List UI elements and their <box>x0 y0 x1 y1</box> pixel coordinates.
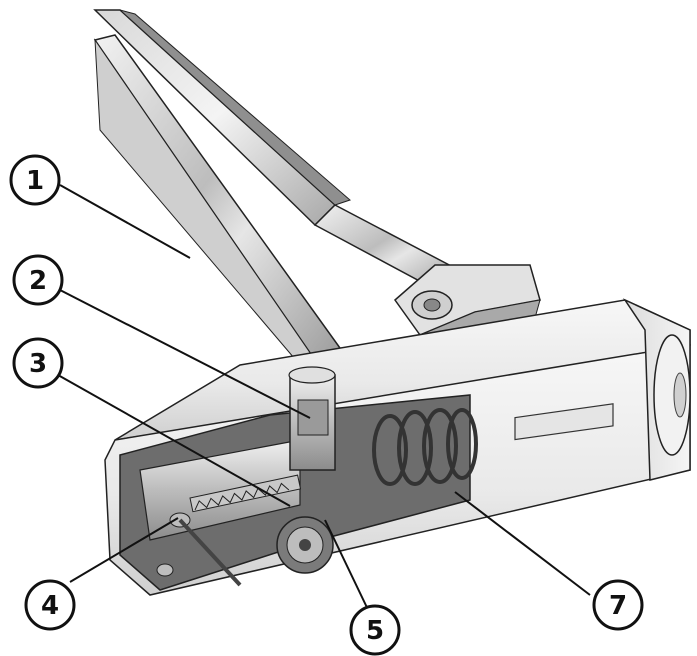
callout-2: 2 <box>12 254 64 306</box>
upper-arm <box>93 9 457 293</box>
callout-7: 7 <box>592 579 644 631</box>
leader-line-7 <box>454 491 591 596</box>
callout-4: 4 <box>24 579 76 631</box>
leader-line-4 <box>69 517 179 583</box>
callout-5-label: 5 <box>366 616 384 646</box>
rack-gear <box>189 474 302 513</box>
callout-1-label: 1 <box>26 166 44 196</box>
callout-2-label: 2 <box>29 266 47 296</box>
leader-lines <box>57 184 591 619</box>
leader-line-1 <box>59 184 191 259</box>
callout-3-label: 3 <box>29 349 47 379</box>
callout-7-label: 7 <box>609 591 627 621</box>
leader-line-5 <box>324 519 373 619</box>
cutaway-section <box>119 366 478 591</box>
callouts: 1 2 3 4 5 7 <box>9 154 644 656</box>
leader-line-3 <box>57 374 291 507</box>
brand-nameplate <box>514 403 614 441</box>
adjusting-valves <box>156 512 242 587</box>
callout-1: 1 <box>9 154 61 206</box>
callout-4-label: 4 <box>41 591 59 621</box>
closing-spring <box>372 408 478 486</box>
pinion-gear <box>276 516 334 574</box>
lower-arm <box>93 34 347 366</box>
pinion-shaft <box>288 366 336 471</box>
leader-line-2 <box>59 289 311 419</box>
callout-5: 5 <box>349 604 401 656</box>
callout-3: 3 <box>12 337 64 389</box>
